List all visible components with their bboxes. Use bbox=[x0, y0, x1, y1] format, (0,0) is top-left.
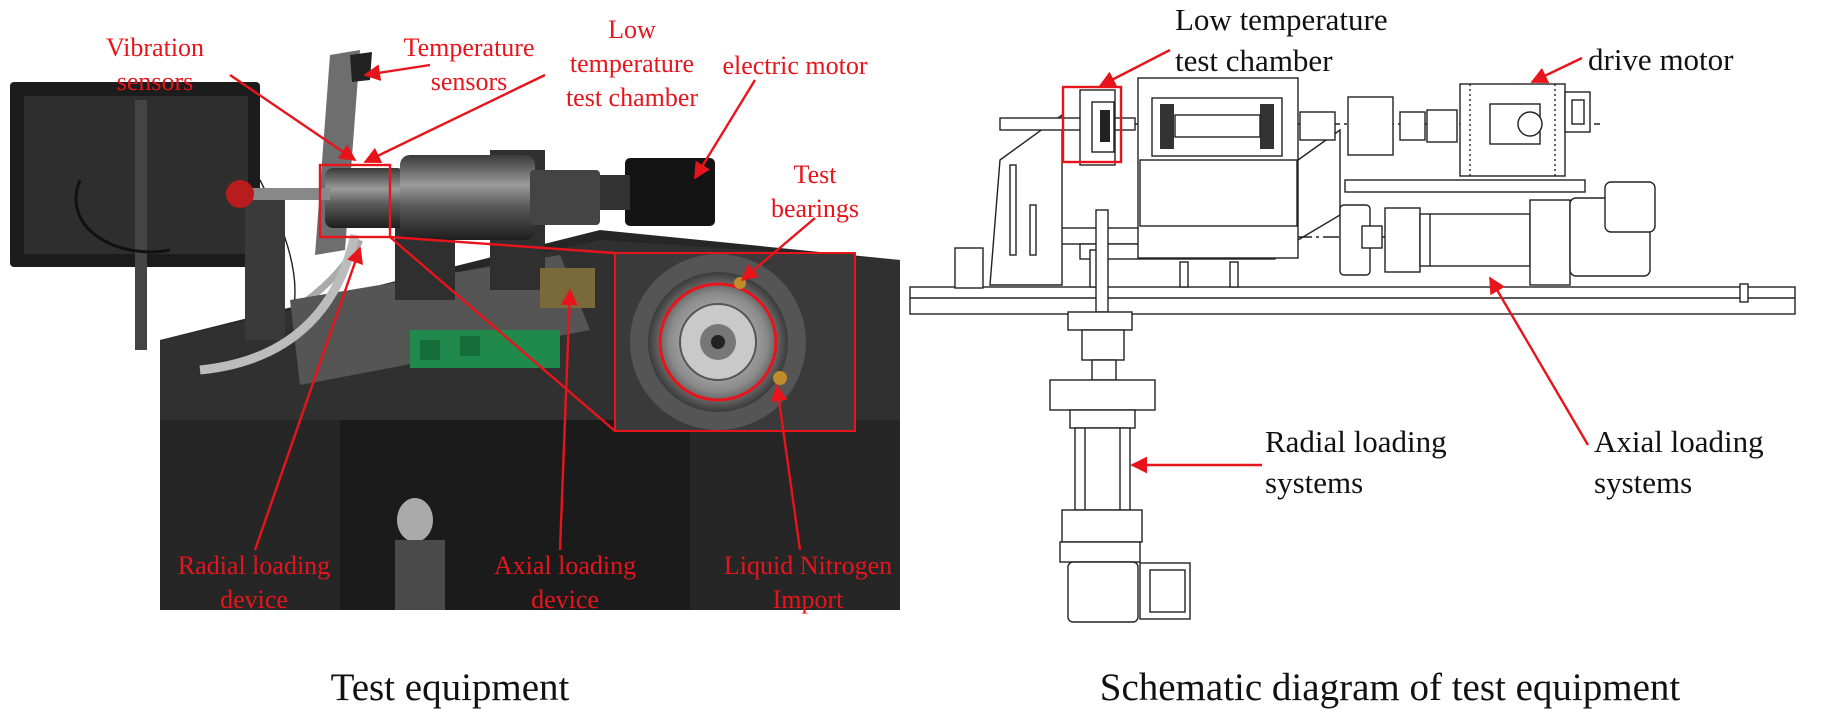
low-temp-chamber bbox=[325, 168, 405, 228]
electric-motor-photo bbox=[625, 158, 715, 226]
caption-test-equipment: Test equipment bbox=[331, 666, 570, 709]
baseplate bbox=[909, 286, 1796, 315]
equipment-photo bbox=[10, 50, 900, 610]
label-schematic-drive-motor: drive motor bbox=[1588, 42, 1734, 77]
label-electric-motor: electric motor bbox=[722, 51, 867, 80]
photo-annotation-arrows bbox=[229, 63, 816, 551]
schematic-radial-loading-system bbox=[1049, 379, 1191, 623]
schematic-drawing bbox=[909, 77, 1796, 623]
schematic-annotation-arrows bbox=[1098, 48, 1590, 474]
schematic-axial-loading-system bbox=[1339, 181, 1656, 286]
caption-schematic-diagram: Schematic diagram of test equipment bbox=[1100, 666, 1681, 709]
schematic-drive-motor bbox=[1459, 83, 1591, 177]
